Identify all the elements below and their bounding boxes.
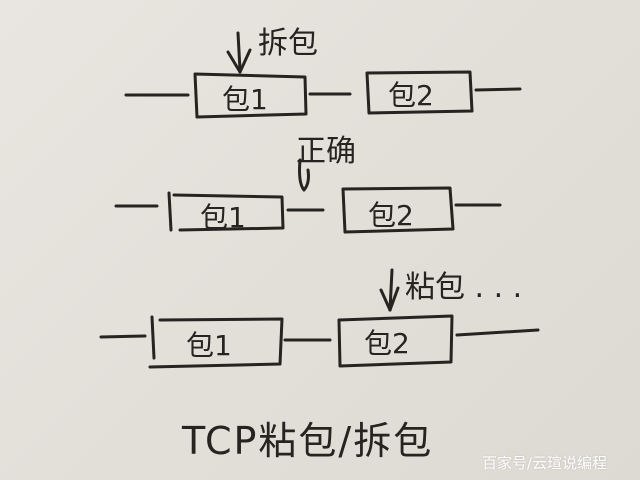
down-arrow-icon — [298, 158, 310, 192]
row-correct — [114, 158, 502, 234]
packet-label-2: 包2 — [388, 79, 434, 112]
packet-box-2 — [337, 314, 454, 368]
packet-box-1 — [193, 72, 308, 119]
packet-edge — [167, 191, 173, 232]
packet-box-1 — [148, 317, 284, 369]
packet-box-1 — [172, 193, 285, 232]
packet-box-2 — [365, 70, 474, 115]
stream-line — [474, 87, 522, 92]
annotation-sticky: 粘包 . . . — [405, 270, 523, 305]
packet-box-2 — [341, 186, 455, 234]
packet-label-2: 包2 — [368, 199, 414, 232]
down-arrow-icon — [379, 268, 400, 312]
packet-label-1: 包1 — [222, 83, 268, 116]
row-split — [124, 31, 522, 119]
annotation-correct: 正确 — [296, 134, 356, 169]
watermark: 百家号/云瑄说编程 — [482, 454, 608, 472]
packet-label-1: 包1 — [186, 329, 232, 362]
annotation-split: 拆包 — [258, 26, 318, 61]
packet-label-1: 包1 — [200, 201, 246, 234]
packet-edge — [150, 315, 156, 360]
down-arrow-icon — [226, 31, 252, 74]
row-sticky — [99, 268, 540, 369]
stream-line — [99, 334, 147, 339]
stream-line — [455, 328, 540, 337]
diagram-title: TCP粘包/拆包 — [182, 419, 434, 463]
packet-label-2: 包2 — [364, 327, 410, 360]
